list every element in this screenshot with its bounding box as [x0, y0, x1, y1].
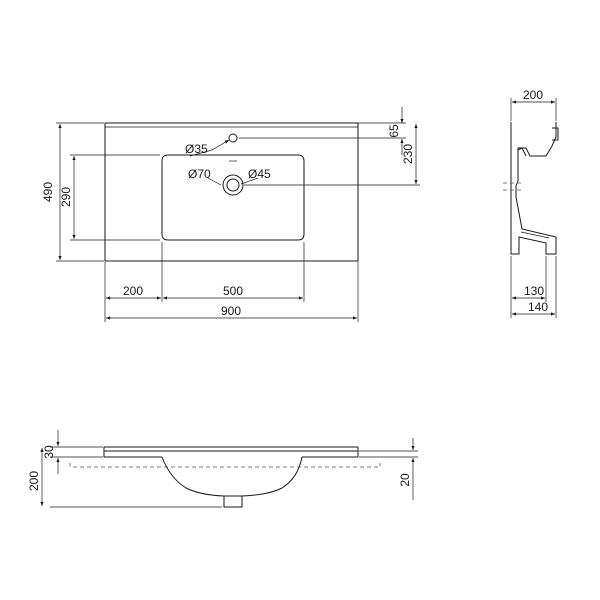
side-total-depth-label: 200: [523, 88, 543, 102]
basin-outline: [104, 122, 359, 262]
back-to-hole-dim-label: 65: [387, 124, 401, 138]
drain-outer: [222, 174, 244, 196]
drain-inner: [226, 178, 240, 192]
side-bottom-depth-label: 140: [528, 300, 548, 314]
side-profile: [510, 122, 557, 255]
basin-width-dim-label: 500: [223, 284, 243, 298]
overflow-hole: [228, 133, 238, 143]
rim-height-label: 30: [42, 445, 56, 459]
left-offset-dim-label: 200: [123, 284, 143, 298]
front-view: 30 200 20: [27, 430, 418, 508]
width-dim-label: 900: [221, 304, 241, 318]
side-view: 200 130 140: [503, 88, 559, 318]
basin-depth-dim-label: 290: [59, 187, 73, 207]
bowl-outline: [161, 154, 305, 241]
right-rim-label: 20: [398, 473, 412, 487]
top-view: Ø35 Ø70 Ø45 490 290 65 230 200 500: [41, 107, 420, 322]
overflow-hole-label: Ø35: [185, 142, 208, 156]
drain-outer-label: Ø70: [188, 167, 211, 181]
bowl-section: [161, 456, 303, 497]
front-total-height-label: 200: [27, 471, 41, 491]
depth-dim-label: 490: [41, 182, 55, 202]
drain-stub: [223, 496, 243, 508]
drain-inner-label: Ø45: [248, 167, 271, 181]
back-to-drain-dim-label: 230: [401, 144, 415, 164]
side-lower-depth-label: 130: [524, 284, 544, 298]
